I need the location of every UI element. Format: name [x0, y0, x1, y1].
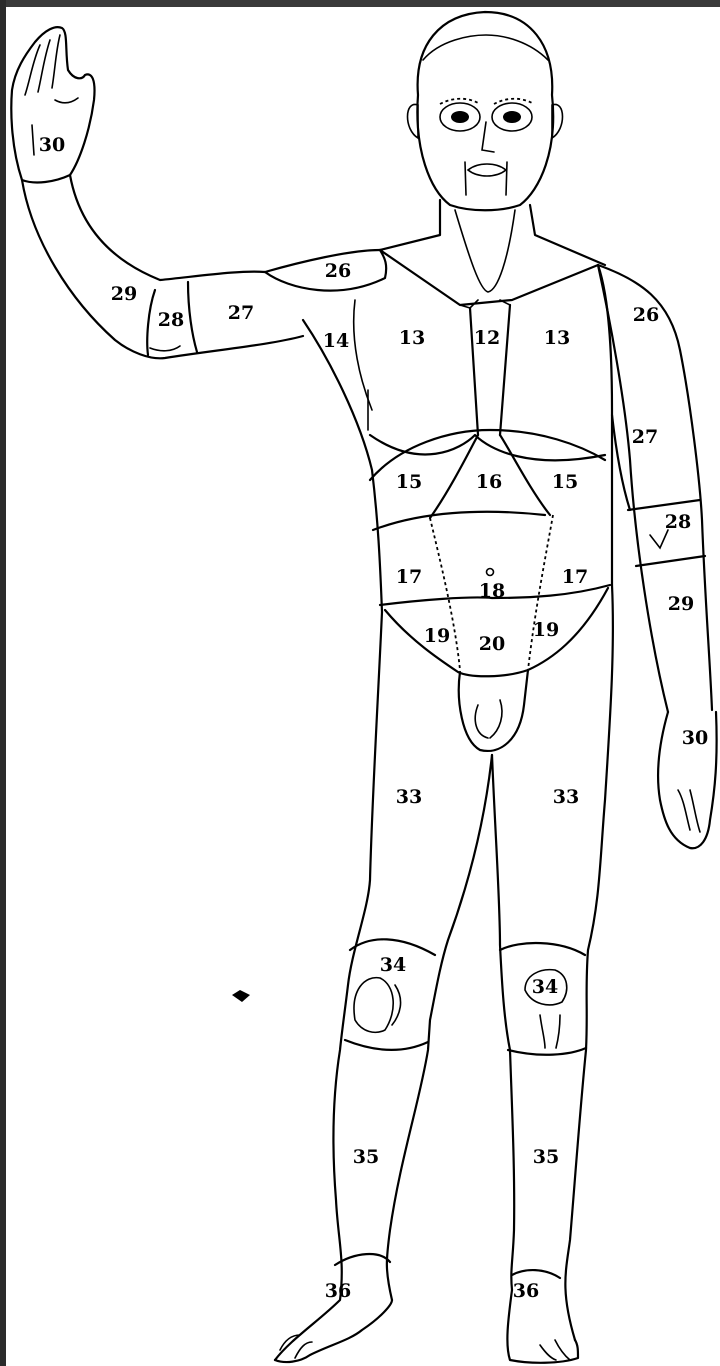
- label-umbilical: 18: [479, 580, 505, 602]
- label-forearm-left: 29: [668, 593, 694, 615]
- label-shin-right: 35: [353, 1146, 379, 1168]
- label-flank-left: 17: [562, 566, 588, 588]
- label-sternum: 12: [474, 327, 500, 349]
- label-forearm-right: 29: [111, 283, 137, 305]
- label-chest-right: 13: [399, 327, 425, 349]
- label-upper-arm-left: 27: [632, 426, 658, 448]
- raised-arm: [11, 27, 386, 358]
- label-thigh-left: 33: [553, 786, 579, 808]
- label-foot-right: 36: [325, 1280, 351, 1302]
- label-shoulder-left: 26: [633, 304, 659, 326]
- head: [408, 12, 563, 210]
- label-elbow-right: 28: [158, 309, 184, 331]
- label-elbow-left: 28: [665, 511, 691, 533]
- label-knee-right: 34: [380, 954, 406, 976]
- lowered-arm: [598, 265, 717, 848]
- label-epigastrium: 16: [476, 471, 502, 493]
- label-flank-right: 17: [396, 566, 422, 588]
- label-hypochondrium-left: 15: [552, 471, 578, 493]
- label-hand-right-raised: 30: [39, 134, 65, 156]
- ink-mark: [232, 990, 250, 1002]
- label-hypochondrium-right: 15: [396, 471, 422, 493]
- label-knee-left: 34: [532, 976, 558, 998]
- label-shoulder-right: 26: [325, 260, 351, 282]
- label-axilla-right: 14: [323, 330, 349, 352]
- label-hand-left: 30: [682, 727, 708, 749]
- label-thigh-right: 33: [396, 786, 422, 808]
- label-chest-left: 13: [544, 327, 570, 349]
- label-shin-left: 35: [533, 1146, 559, 1168]
- label-groin-left: 19: [533, 619, 559, 641]
- label-upper-arm-right: 27: [228, 302, 254, 324]
- label-foot-left: 36: [513, 1280, 539, 1302]
- label-groin-right: 19: [424, 625, 450, 647]
- legs: [275, 585, 613, 1363]
- label-pubic: 20: [479, 633, 505, 655]
